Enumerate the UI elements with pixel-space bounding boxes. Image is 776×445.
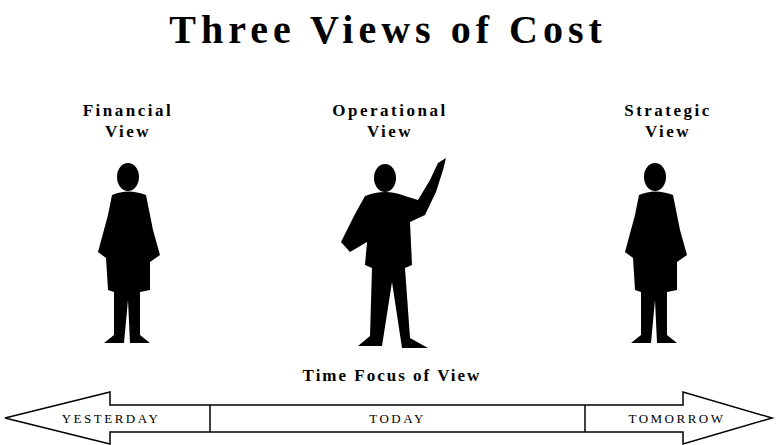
title: Three Views of Cost (0, 6, 776, 53)
time-segment: TODAY (212, 405, 583, 432)
body (341, 158, 446, 348)
person-silhouette (98, 163, 160, 343)
label-holder: Strategic View (624, 100, 712, 143)
body (625, 192, 687, 344)
label-holder: Time Focus of View (303, 366, 482, 386)
view-label: Financial View (83, 100, 174, 143)
time-segment: TOMORROW (587, 405, 767, 432)
label-holder: Operational View (332, 100, 447, 143)
divider (209, 405, 211, 432)
view-label: Operational View (332, 100, 447, 143)
divider (584, 405, 586, 432)
person-silhouette (341, 158, 446, 348)
person-silhouette (625, 163, 687, 343)
view-label: Strategic View (624, 100, 712, 143)
title-holder: Three Views of Cost (0, 6, 776, 53)
head (117, 163, 139, 191)
label-holder: Financial View (83, 100, 174, 143)
time-label: TOMORROW (628, 412, 725, 425)
body (98, 192, 160, 344)
time-label: TODAY (369, 412, 426, 425)
time-label: YESTERDAY (62, 412, 161, 425)
time-segment: YESTERDAY (14, 405, 208, 432)
axis-label: Time Focus of View (303, 366, 482, 386)
head (644, 163, 666, 191)
head (374, 164, 396, 192)
double-arrow (5, 392, 772, 444)
